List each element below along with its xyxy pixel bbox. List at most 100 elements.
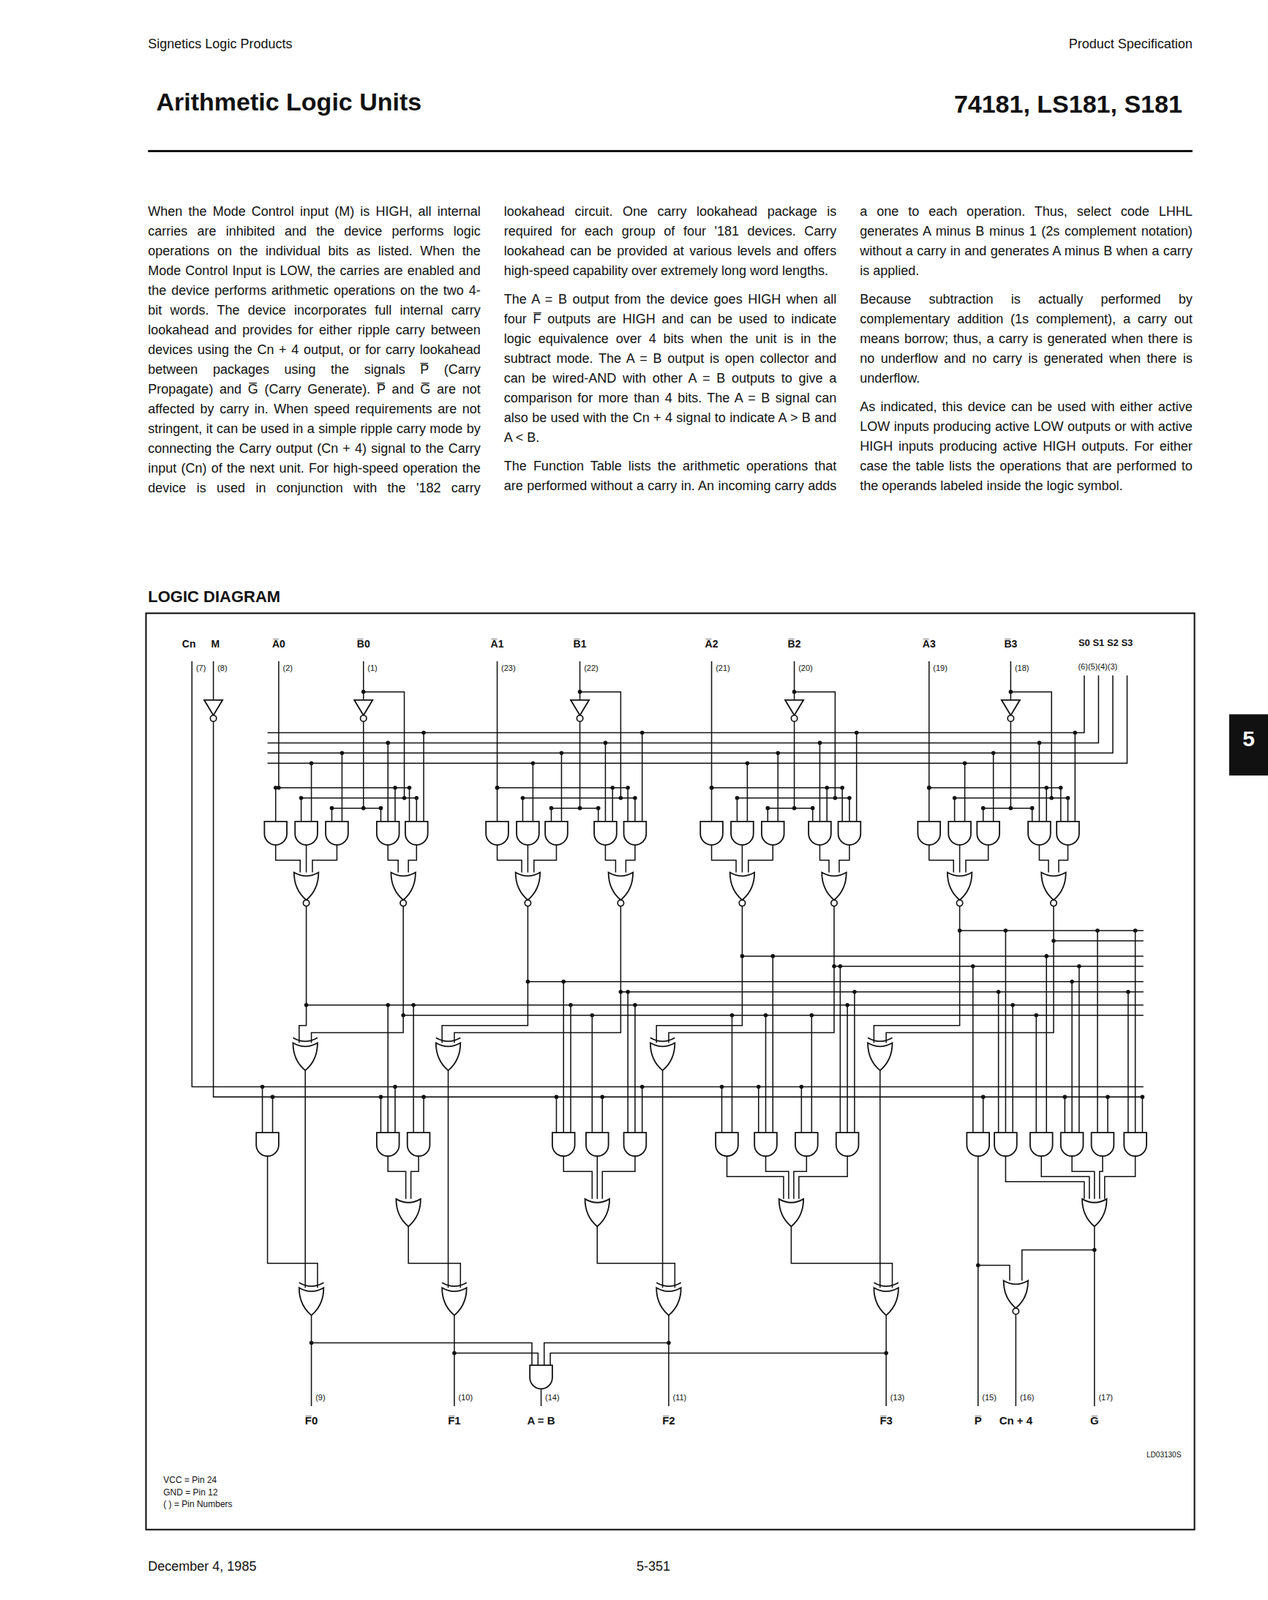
and-gate bbox=[754, 1132, 778, 1157]
wire bbox=[380, 1096, 382, 1133]
wire bbox=[305, 845, 308, 873]
wire bbox=[275, 845, 300, 873]
junction-dot bbox=[981, 806, 986, 811]
wire bbox=[972, 966, 974, 1133]
wire bbox=[771, 956, 774, 1133]
wire bbox=[793, 661, 796, 701]
note: VCC = Pin 24 bbox=[163, 1475, 217, 1487]
nor-gate bbox=[947, 872, 972, 901]
wire bbox=[929, 845, 954, 873]
junction-dot bbox=[625, 785, 630, 791]
junction-dot bbox=[1058, 785, 1064, 791]
and-gate bbox=[407, 1132, 431, 1157]
wire bbox=[534, 845, 557, 873]
pin-number: (20) bbox=[798, 663, 813, 674]
wire bbox=[801, 1086, 803, 1133]
junction-dot bbox=[831, 964, 837, 969]
wire bbox=[1060, 788, 1062, 822]
and-gate bbox=[1123, 1132, 1147, 1157]
junction-dot bbox=[379, 1095, 384, 1100]
pin-number: (10) bbox=[458, 1393, 474, 1403]
wire bbox=[1096, 930, 1099, 1133]
wire bbox=[363, 692, 405, 799]
wire bbox=[634, 798, 636, 822]
nor-gate bbox=[1003, 1280, 1029, 1309]
junction-dot bbox=[495, 785, 500, 791]
wire bbox=[409, 788, 411, 822]
wire bbox=[977, 1156, 979, 1407]
section-heading: LOGIC DIAGRAM bbox=[147, 587, 281, 606]
wire bbox=[641, 1086, 644, 1133]
or-gate bbox=[650, 1042, 675, 1071]
wire bbox=[736, 797, 849, 799]
junction-dot bbox=[402, 796, 407, 801]
wire bbox=[387, 1005, 389, 1133]
wire bbox=[668, 906, 835, 1044]
junction-dot bbox=[309, 760, 314, 766]
wire bbox=[1015, 1314, 1018, 1407]
wire bbox=[711, 661, 713, 789]
wire bbox=[1045, 788, 1048, 822]
wire bbox=[544, 1343, 669, 1367]
nor-gate bbox=[821, 872, 846, 901]
junction-dot bbox=[1008, 689, 1014, 695]
or-gate bbox=[873, 1287, 898, 1316]
and-gate bbox=[917, 821, 941, 846]
junction-dot bbox=[610, 785, 615, 791]
junction-dot bbox=[578, 806, 583, 811]
junction-dot bbox=[559, 751, 565, 756]
pin-number: (18) bbox=[1014, 663, 1030, 674]
wire bbox=[1053, 940, 1144, 942]
junction-dot bbox=[1140, 1095, 1146, 1100]
wire bbox=[848, 798, 851, 822]
part-number: 74181, LS181, S181 bbox=[954, 89, 1183, 119]
wire bbox=[1071, 1156, 1095, 1200]
wires bbox=[147, 150, 1192, 1407]
body-paragraph: The A = B output from the device goes HI… bbox=[504, 289, 837, 448]
wire bbox=[811, 1015, 813, 1133]
junction-dot bbox=[976, 1263, 981, 1268]
wire bbox=[147, 149, 1192, 153]
junction-dot bbox=[421, 730, 426, 736]
wire bbox=[267, 675, 1099, 743]
and-gate bbox=[545, 821, 568, 846]
wire bbox=[331, 807, 381, 810]
wire bbox=[597, 1227, 675, 1289]
junction-dot bbox=[1003, 928, 1009, 933]
signal-name: B̅2 bbox=[788, 638, 802, 650]
junction-dot bbox=[1049, 796, 1054, 801]
and-gate bbox=[715, 1132, 739, 1157]
signal-name: S0 S1 S2 S3 bbox=[1078, 638, 1133, 649]
junction-dot bbox=[962, 760, 968, 766]
and-gate bbox=[516, 821, 540, 846]
xor-back-curve bbox=[436, 1037, 461, 1042]
and-gate bbox=[624, 821, 647, 846]
wire bbox=[497, 845, 522, 873]
junction-dot bbox=[719, 1085, 725, 1090]
signal-name: F̅1 bbox=[447, 1414, 461, 1427]
wire bbox=[998, 992, 1000, 1133]
pin-number: (19) bbox=[932, 663, 948, 674]
signal-name: F̅0 bbox=[305, 1414, 319, 1427]
wire bbox=[641, 732, 644, 821]
wire bbox=[408, 1227, 461, 1289]
wire bbox=[978, 1265, 1010, 1282]
junction-dot bbox=[260, 1085, 265, 1090]
wire bbox=[408, 845, 417, 873]
wire bbox=[1107, 1096, 1109, 1133]
wire bbox=[748, 845, 773, 873]
junction-dot bbox=[1095, 928, 1100, 933]
xor-back-curve bbox=[873, 1282, 898, 1287]
junction-dot bbox=[730, 1013, 735, 1018]
wire bbox=[579, 721, 581, 809]
xor-back-curve bbox=[650, 1037, 675, 1042]
junction-dot bbox=[452, 1351, 457, 1356]
and-gate bbox=[594, 821, 617, 846]
junction-dot bbox=[520, 796, 526, 801]
wire bbox=[826, 788, 828, 822]
pin-number: (7) bbox=[196, 663, 206, 674]
inversion-bubble bbox=[400, 899, 407, 906]
xor-back-curve bbox=[299, 1282, 324, 1287]
wire bbox=[602, 1156, 636, 1200]
wire bbox=[1045, 956, 1048, 1133]
